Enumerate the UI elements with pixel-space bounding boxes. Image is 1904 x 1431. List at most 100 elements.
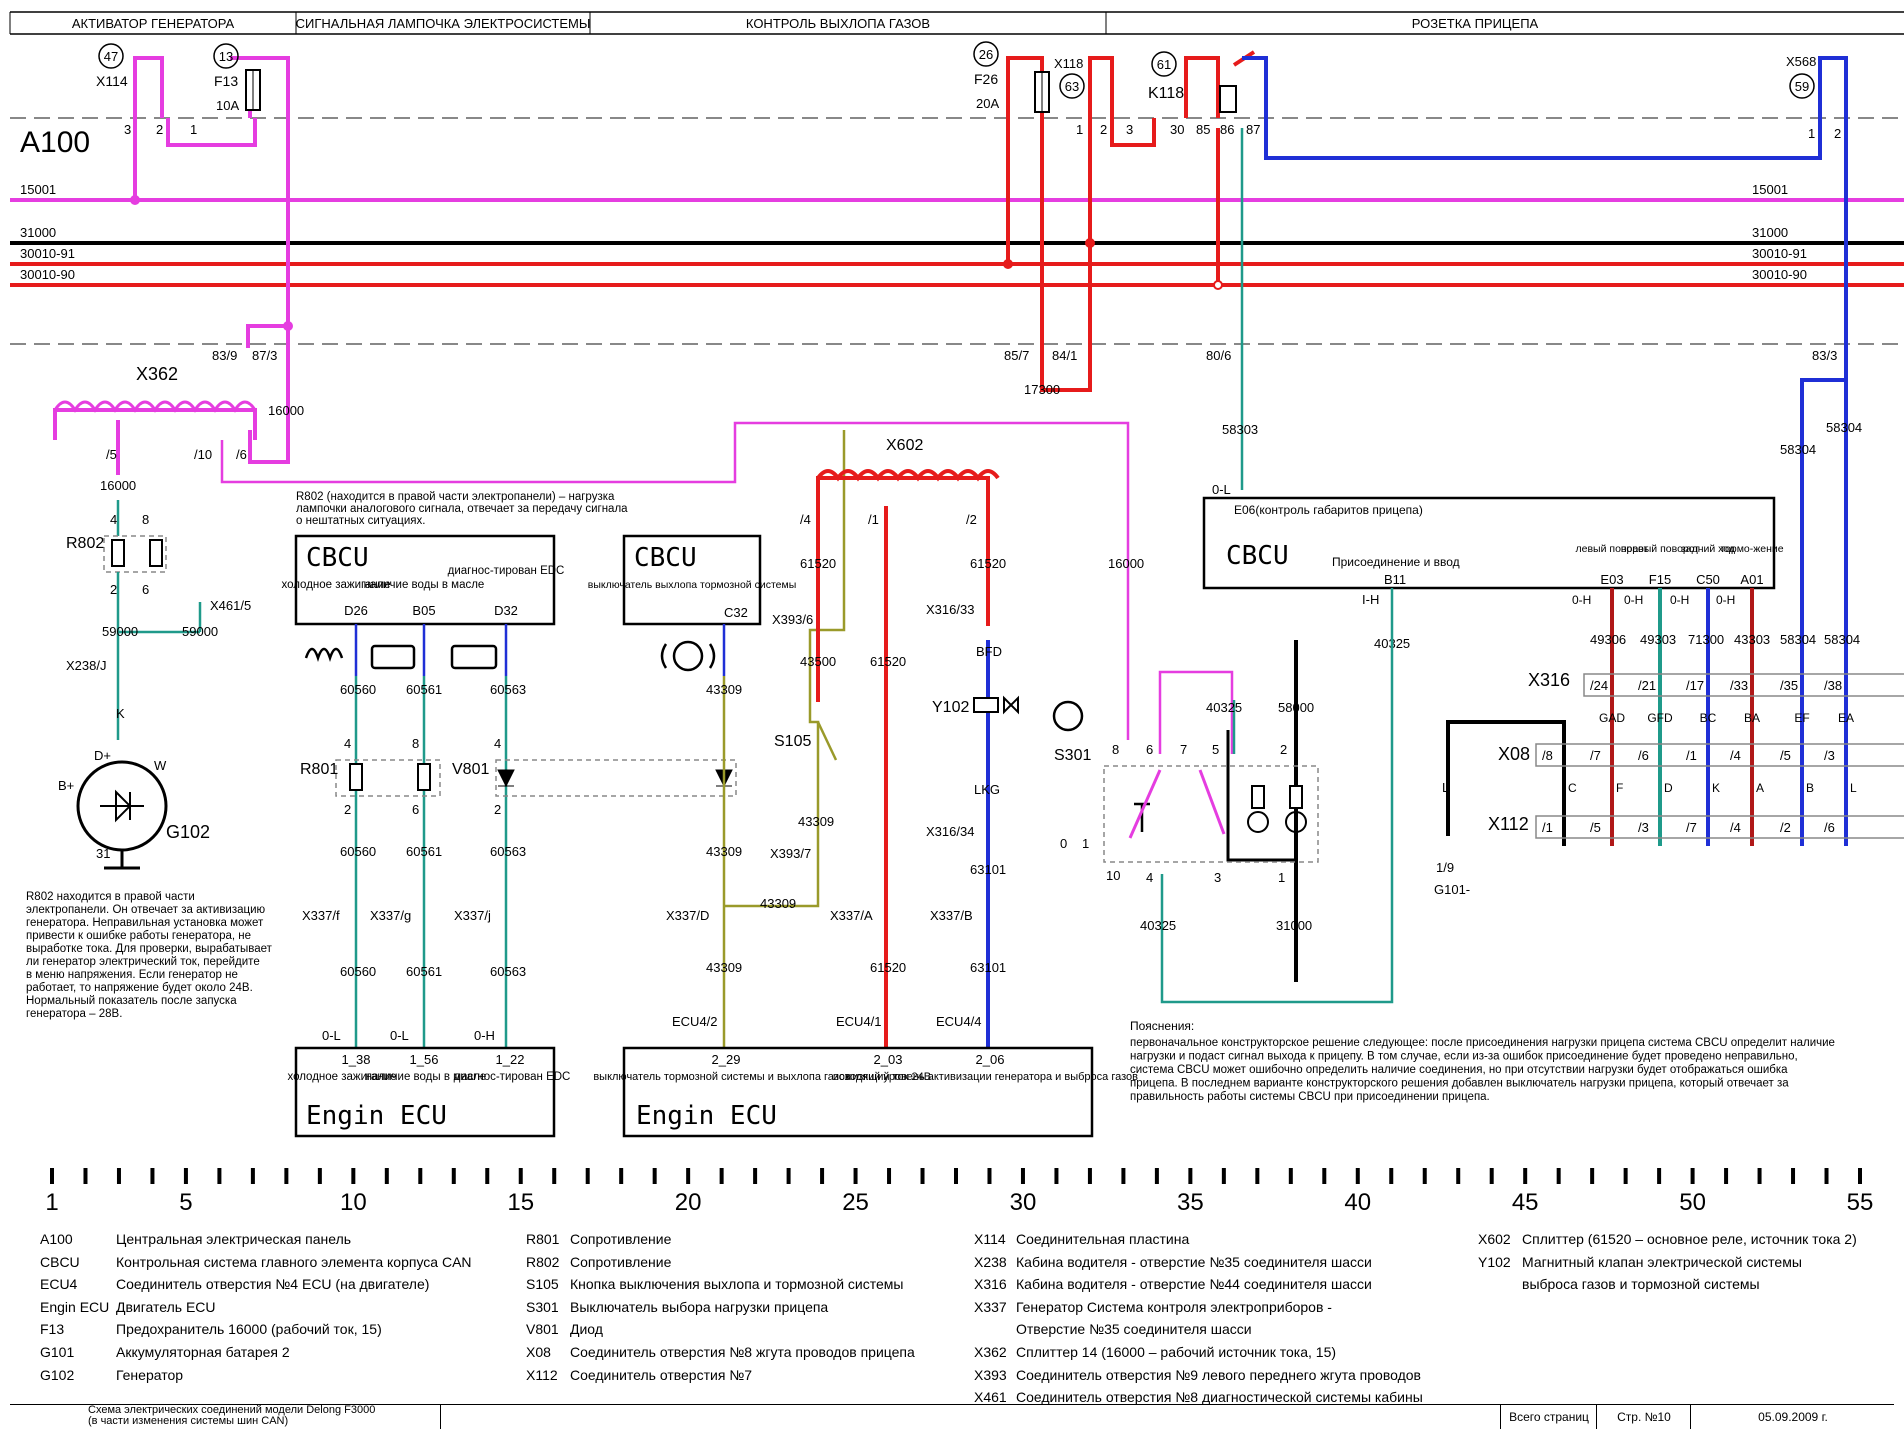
c47-label: 47 (104, 49, 118, 64)
ecu-2-06-text: низкий уровень активизации генератора и … (846, 1071, 1138, 1083)
legend-description: Генератор (116, 1366, 184, 1383)
d32-code: D32 (494, 603, 518, 618)
wire-59000a: 59000 (102, 624, 138, 639)
ruler-number: 5 (179, 1189, 192, 1216)
legend-code (1478, 1273, 1522, 1296)
legend-code: CBCU (40, 1253, 80, 1270)
legend-description: Кабина водителя - отверстие №44 соединит… (1016, 1276, 1372, 1293)
x568-pin-2: 2 (1834, 126, 1841, 141)
x112-pin: /7 (1686, 820, 1697, 835)
ol-e06: 0-L (1212, 482, 1231, 497)
trailer-code: GFD (1647, 711, 1673, 725)
x362-pin-10: /10 (194, 447, 212, 462)
ecu-1-22-text: диагнос-тирован EDC (454, 1071, 571, 1083)
legend-code: G102 (40, 1366, 75, 1383)
ol-1: 0-L (322, 1028, 341, 1043)
ecu-1-56-text: наличие воды в масле (366, 1071, 487, 1083)
cbcu-label-3: CBCU (1226, 541, 1289, 571)
s301-pin-6: 6 (1146, 742, 1153, 757)
legend-code: S301 (526, 1298, 559, 1315)
y102-label: Y102 (932, 699, 969, 716)
r802-note-line: о нештатных ситуациях. (296, 515, 425, 527)
wire-60563-c: 60563 (490, 964, 526, 979)
generator-note-line: генератора. Неправильная установка может (26, 917, 264, 929)
legend-code: Engin ECU (40, 1298, 110, 1315)
bus-label-30010-90: 30010-90 (20, 267, 75, 282)
c59-label: 59 (1795, 79, 1809, 94)
wire-61520-c: 61520 (970, 556, 1006, 571)
x362-label: X362 (136, 364, 178, 384)
ecu-2-03-text: исходящий ток 24В (833, 1071, 931, 1083)
x08-label: X08 (1498, 744, 1530, 764)
x316-pin: /24 (1590, 678, 1608, 693)
x112-label: X112 (1488, 814, 1529, 834)
trailer-connector-pins: /24/21/17/33/35/38/8/7/6/1/4/5/3/1/5/3/7… (1535, 673, 1904, 839)
bus-lines: 15001 31000 30010-91 30010-90 15001 3100… (10, 182, 1904, 287)
x316-pin: /21 (1638, 678, 1656, 693)
bus-label-15001: 15001 (20, 182, 56, 197)
wire-43309-b: 43309 (798, 814, 834, 829)
x337a-label: X337/A (830, 908, 873, 923)
wire-43309-d: 43309 (760, 896, 796, 911)
pin-4-r801: 4 (344, 736, 351, 751)
wire-40325-c: 40325 (1140, 918, 1176, 933)
k118-label: K118 (1148, 85, 1184, 102)
fuse-f26: 26 F26 20A X118 63 1 2 3 61 K118 30 85 8… (973, 41, 1260, 397)
wire-16000: 16000 (268, 403, 304, 418)
ruler-number: 10 (340, 1189, 367, 1216)
cbcu-label-1: CBCU (306, 543, 369, 573)
ecu4-4: ECU4/4 (936, 1014, 982, 1029)
legend-description: Аккумуляторная батарея 2 (116, 1343, 290, 1360)
s301-pin-1: 1 (1278, 870, 1285, 885)
legend-description: Кабина водителя - отверстие №35 соединит… (1016, 1253, 1372, 1270)
r802-pin-6: 6 (142, 582, 149, 597)
x316-33-label: X316/33 (926, 602, 974, 617)
d26-text: холодное зажигание (281, 579, 390, 591)
ecu4-2: ECU4/2 (672, 1014, 718, 1029)
x337b-label: X337/B (930, 908, 973, 923)
r802-note-line: лампочки аналогового сигнала, отвечает з… (296, 503, 628, 515)
g102-label: G102 (166, 822, 210, 842)
ruler-number: 45 (1512, 1189, 1539, 1216)
wire-31000: 31000 (1276, 918, 1312, 933)
legend-code: X114 (974, 1231, 1006, 1247)
wire-49303: 49303 (1640, 632, 1676, 647)
d26-code: D26 (344, 603, 368, 618)
x08-pin: /1 (1686, 748, 1697, 763)
x362-pin-6: /6 (236, 447, 247, 462)
r802-label: R802 (66, 535, 104, 552)
wire-58304-d: 58304 (1824, 632, 1860, 647)
ruler-number: 30 (1010, 1189, 1037, 1216)
c32-code: C32 (724, 605, 748, 620)
x08-pin: /6 (1638, 748, 1649, 763)
wire-58304-a: 58304 (1826, 420, 1862, 435)
trailer-letter: D (1664, 781, 1673, 795)
edc-icon (450, 644, 498, 670)
total-pages: Всего страниц (1500, 1405, 1597, 1429)
x337d-label: X337/D (666, 908, 709, 923)
wire-60563-b: 60563 (490, 844, 526, 859)
x337j-label: X337/j (454, 908, 491, 923)
water-in-oil-icon (370, 644, 416, 670)
pin-4-v801: 4 (494, 736, 501, 751)
x393-6: X393/6 (772, 612, 813, 627)
wire-61520-a: 61520 (800, 556, 836, 571)
pin-2-r801: 2 (344, 802, 351, 817)
wire-60561-c: 60561 (406, 964, 442, 979)
oh-e03: 0-H (1572, 593, 1591, 607)
pin-1: 1 (190, 122, 197, 137)
trailer-output-labels: 0-H 0-H 0-H 0-H 49306 49303 71300 43303 … (1434, 593, 1904, 897)
legend-description: Соединитель отверстия №8 жгута проводов … (570, 1343, 915, 1360)
wire-80-6: 80/6 (1206, 348, 1231, 363)
legend-description: Предохранитель 16000 (рабочий ток, 15) (116, 1321, 382, 1338)
